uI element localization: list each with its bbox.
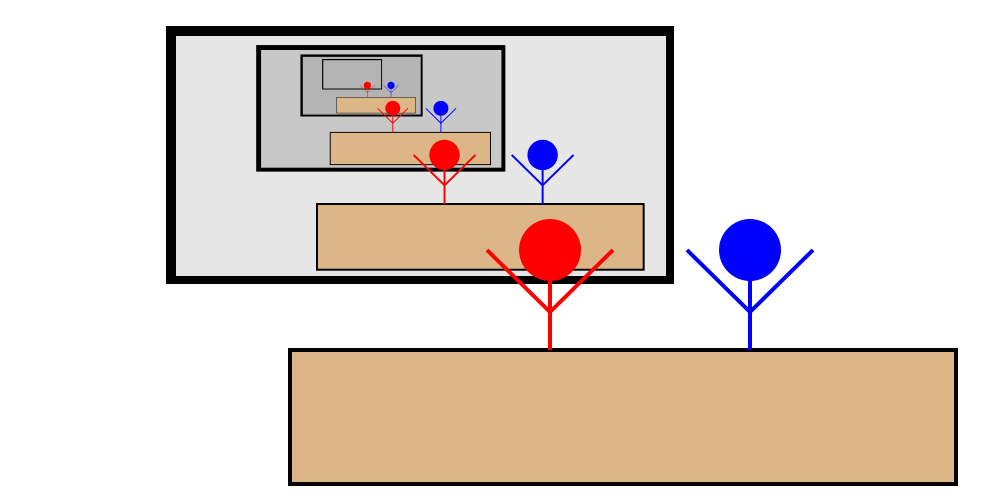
red-figure-head [385, 100, 401, 116]
red-figure-right-arm [392, 107, 409, 124]
red-figure-left-arm [412, 154, 446, 187]
table [336, 97, 416, 114]
red-figure-right-arm [367, 85, 376, 93]
table [329, 131, 491, 166]
blue-figure-left-arm [511, 154, 544, 187]
blue-figure-left-arm [425, 107, 442, 124]
blue-figure-right-arm [541, 154, 575, 187]
red-figure [485, 219, 615, 350]
red-figure-head [519, 219, 581, 281]
blue-figure-left-arm [383, 85, 392, 93]
red-figure-left-arm [359, 85, 368, 93]
table [288, 348, 958, 486]
blue-figure [685, 219, 815, 350]
tv-screen-content [256, 45, 645, 271]
red-figure-head [429, 139, 460, 171]
red-figure [377, 100, 409, 133]
blue-figure-head [387, 81, 395, 90]
scene-root [166, 26, 958, 486]
blue-figure-left-arm [685, 248, 752, 314]
recursive-scene-level-1 [256, 45, 645, 271]
blue-figure-head [433, 100, 449, 116]
blue-figure-right-arm [748, 248, 815, 314]
blue-figure-head [527, 139, 558, 171]
red-figure-head [363, 81, 372, 90]
red-figure-right-arm [548, 248, 615, 314]
blue-figure [383, 81, 399, 98]
blue-figure [511, 139, 575, 205]
red-figure [359, 81, 376, 98]
tv-screen-content [300, 54, 491, 166]
recursive-scene-level-2 [300, 54, 491, 166]
blue-figure-right-arm [390, 85, 399, 93]
red-figure-left-arm [377, 107, 394, 124]
blue-figure [425, 100, 457, 133]
blue-figure-head [719, 219, 781, 281]
blue-figure-right-arm [440, 107, 457, 124]
table [316, 203, 645, 271]
tv-screen [323, 60, 382, 89]
red-figure-right-arm [443, 154, 477, 187]
tv-screen-content [322, 59, 416, 114]
recursive-scene-level-3 [322, 59, 416, 114]
red-figure [412, 139, 477, 205]
red-figure-left-arm [485, 248, 552, 314]
